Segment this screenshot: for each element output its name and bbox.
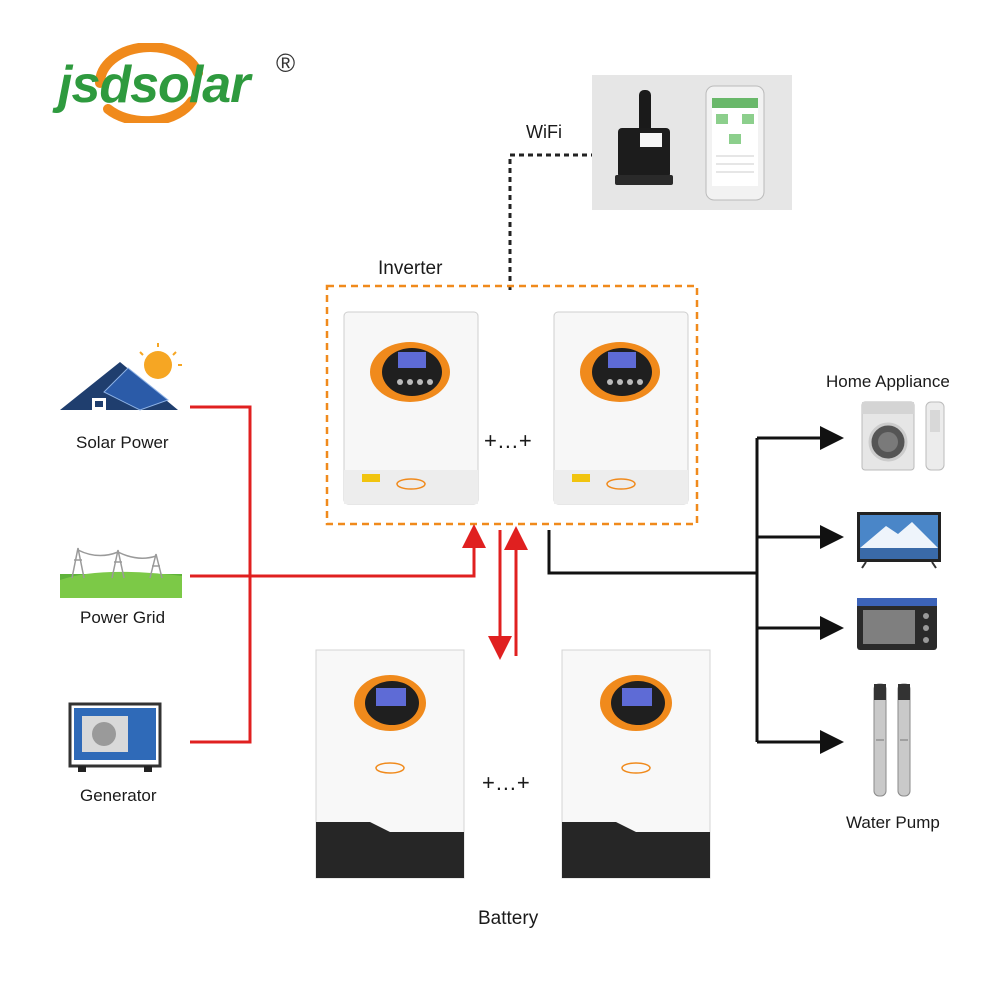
load-output-lines — [547, 426, 844, 754]
solar-panel-icon — [60, 343, 182, 411]
power-grid-icon — [60, 547, 182, 598]
wifi-label: WiFi — [526, 122, 562, 142]
battery-unit-1 — [315, 649, 465, 879]
registered-mark: ® — [276, 48, 296, 78]
power-grid-label: Power Grid — [80, 608, 166, 627]
washing-machine-icon — [861, 401, 915, 471]
water-pump-icon — [873, 683, 911, 797]
brand-logo: jsdsolar — [58, 43, 250, 123]
wifi-device-panel — [592, 75, 792, 210]
battery-separator: +…+ — [482, 770, 530, 795]
inverter-group-boundary — [325, 284, 699, 526]
smartphone-icon — [705, 85, 765, 201]
battery-label: Battery — [478, 908, 539, 929]
generator-icon — [68, 702, 162, 772]
source-power-lines — [190, 405, 486, 744]
inverter-label: Inverter — [378, 258, 443, 279]
battery-unit-2 — [561, 649, 711, 879]
water-pump-label: Water Pump — [846, 813, 940, 832]
generator-label: Generator — [80, 786, 157, 805]
tv-icon — [857, 512, 941, 569]
wifi-link-line — [508, 153, 592, 290]
brand-name: jsdsolar — [58, 56, 250, 114]
logo-arc-icon — [95, 43, 203, 123]
inverter-unit-2 — [553, 311, 689, 505]
wifi-dongle-icon — [615, 90, 673, 185]
air-conditioner-icon — [925, 401, 945, 471]
home-appliance-label: Home Appliance — [826, 372, 950, 391]
inverter-separator: +…+ — [484, 428, 532, 453]
inverter-unit-1 — [343, 311, 479, 505]
oven-icon — [857, 598, 937, 650]
solar-power-label: Solar Power — [76, 433, 169, 452]
